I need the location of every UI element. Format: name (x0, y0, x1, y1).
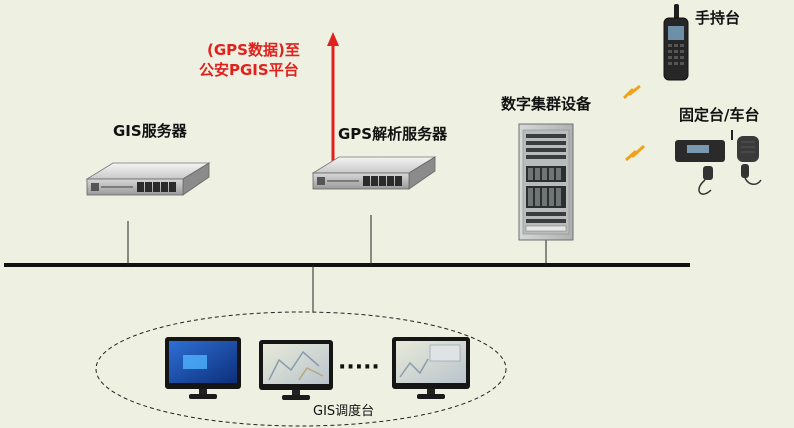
lightning-signal-icon (622, 84, 641, 100)
mobile-radio-icon (675, 130, 762, 195)
lightning-signal-icon (625, 144, 646, 162)
monitor-icon (165, 337, 241, 399)
gis-server-label: GIS服务器 (113, 122, 187, 140)
server-icon (85, 162, 211, 196)
monitor-icon (392, 337, 470, 399)
handheld-label: 手持台 (695, 9, 741, 27)
radio-icon (663, 4, 689, 81)
cabinet-icon (518, 123, 574, 241)
ellipsis-label: ····· (338, 355, 380, 380)
fixed-vehicle-label: 固定台/车台 (679, 106, 760, 124)
gps-server-label: GPS解析服务器 (338, 125, 448, 143)
upload-arrow (327, 32, 339, 172)
server-icon (311, 156, 437, 190)
gps-upload-line2: 公安PGIS平台 (199, 61, 299, 79)
dispatch-group-ellipse (95, 311, 507, 427)
gis-dispatch-label: GIS调度台 (313, 404, 375, 419)
trunking-label: 数字集群设备 (501, 95, 592, 113)
monitor-icon (259, 340, 333, 400)
gps-upload-line1: (GPS数据)至 (207, 41, 300, 59)
